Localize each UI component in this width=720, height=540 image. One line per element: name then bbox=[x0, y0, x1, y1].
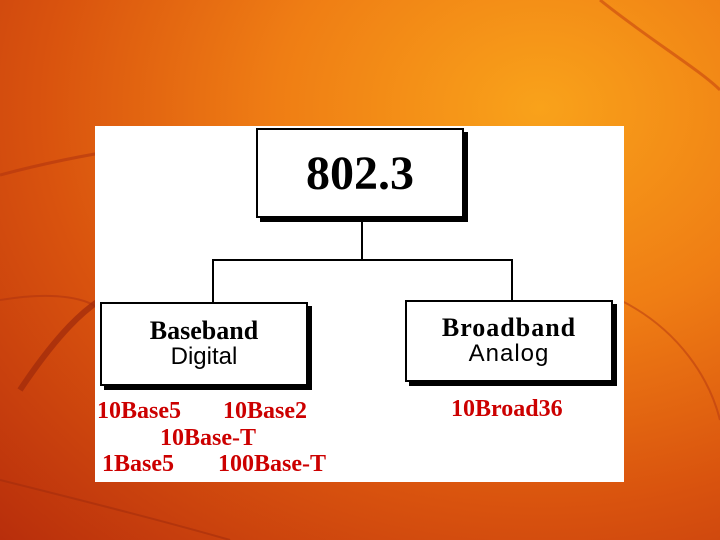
connector-horizontal bbox=[212, 259, 513, 261]
connector-root-down bbox=[361, 222, 363, 260]
root-node-802-3: 802.3 bbox=[256, 128, 464, 218]
broadband-title: Broadband bbox=[442, 315, 576, 341]
example-10base2: 10Base2 bbox=[223, 398, 307, 425]
example-10base-t: 10Base-T bbox=[160, 425, 256, 452]
example-100base-t: 100Base-T bbox=[218, 451, 326, 478]
baseband-node: Baseband Digital bbox=[100, 302, 308, 386]
example-1base5: 1Base5 bbox=[102, 451, 174, 478]
broadband-node: Broadband Analog bbox=[405, 300, 613, 382]
connector-left-down bbox=[212, 259, 214, 302]
connector-right-down bbox=[511, 259, 513, 300]
diagram-panel: 802.3 Baseband Digital Broadband Analog … bbox=[95, 126, 624, 482]
broadband-subtitle: Analog bbox=[469, 341, 550, 367]
example-10base5: 10Base5 bbox=[97, 398, 181, 425]
example-10broad36: 10Broad36 bbox=[451, 396, 563, 423]
baseband-title: Baseband bbox=[150, 318, 258, 344]
root-label: 802.3 bbox=[306, 146, 414, 201]
baseband-subtitle: Digital bbox=[171, 344, 238, 370]
